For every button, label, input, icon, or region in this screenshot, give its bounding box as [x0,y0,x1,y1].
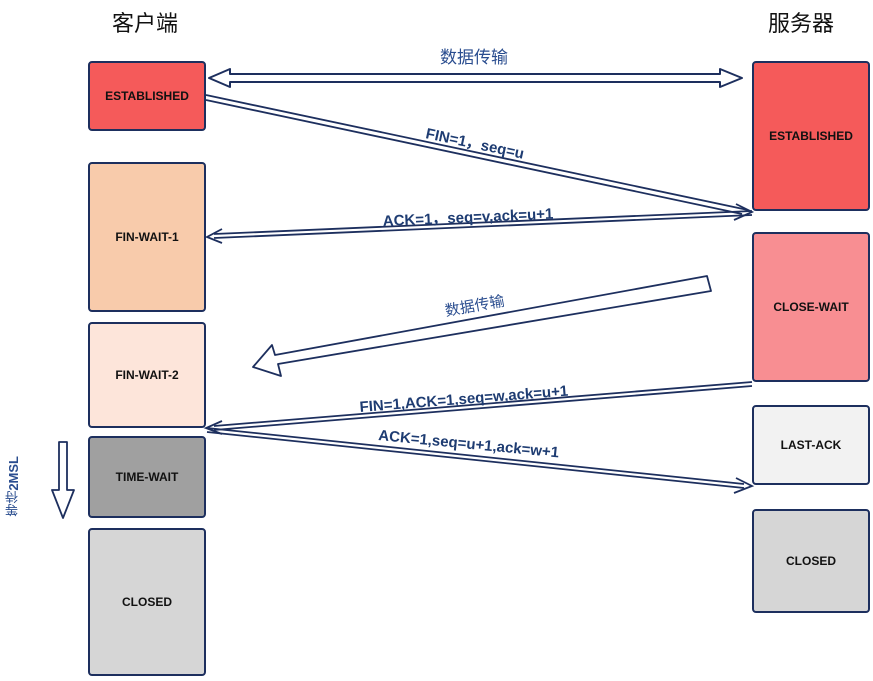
client-state-fin-wait-2-label: FIN-WAIT-2 [115,368,179,382]
ack2-label: ACK=1,seq=u+1,ack=w+1 [378,427,560,461]
client-state-fin-wait-1: FIN-WAIT-1 [88,162,206,312]
client-state-established: ESTABLISHED [88,61,206,131]
server-state-close-wait-label: CLOSE-WAIT [773,300,849,314]
server-title: 服务器 [768,12,835,37]
client-state-time-wait: TIME-WAIT [88,436,206,518]
client-state-established-label: ESTABLISHED [105,89,189,103]
server-state-established-label: ESTABLISHED [769,129,853,143]
ack1-arrow [204,210,753,244]
server-state-established: ESTABLISHED [752,61,870,211]
wait-text: 等待 [6,490,21,517]
ack2-arrow [206,427,755,494]
data-transfer-double-arrow [208,68,743,88]
server-state-last-ack: LAST-ACK [752,405,870,485]
client-title: 客户端 [112,12,179,37]
fin2-arrow [203,381,753,435]
fin1-arrow [205,94,755,221]
server-state-last-ack-label: LAST-ACK [780,438,842,452]
wait-down-arrow [51,441,75,519]
data-transfer2-arrow [252,275,712,377]
server-state-closed: CLOSED [752,509,870,613]
client-state-fin-wait-2: FIN-WAIT-2 [88,322,206,428]
wait-duration: 2MSL [6,456,21,491]
client-state-time-wait-label: TIME-WAIT [115,470,179,484]
server-state-closed-label: CLOSED [785,554,836,568]
client-state-closed-label: CLOSED [121,595,172,609]
wait-2msl-label: 等待2MSL [6,456,22,517]
fin2-label: FIN=1,ACK=1,seq=w,ack=u+1 [359,383,569,416]
server-state-close-wait: CLOSE-WAIT [752,232,870,382]
client-state-fin-wait-1-label: FIN-WAIT-1 [115,230,179,244]
data-transfer-label: 数据传输 [440,48,508,68]
client-state-closed: CLOSED [88,528,206,676]
